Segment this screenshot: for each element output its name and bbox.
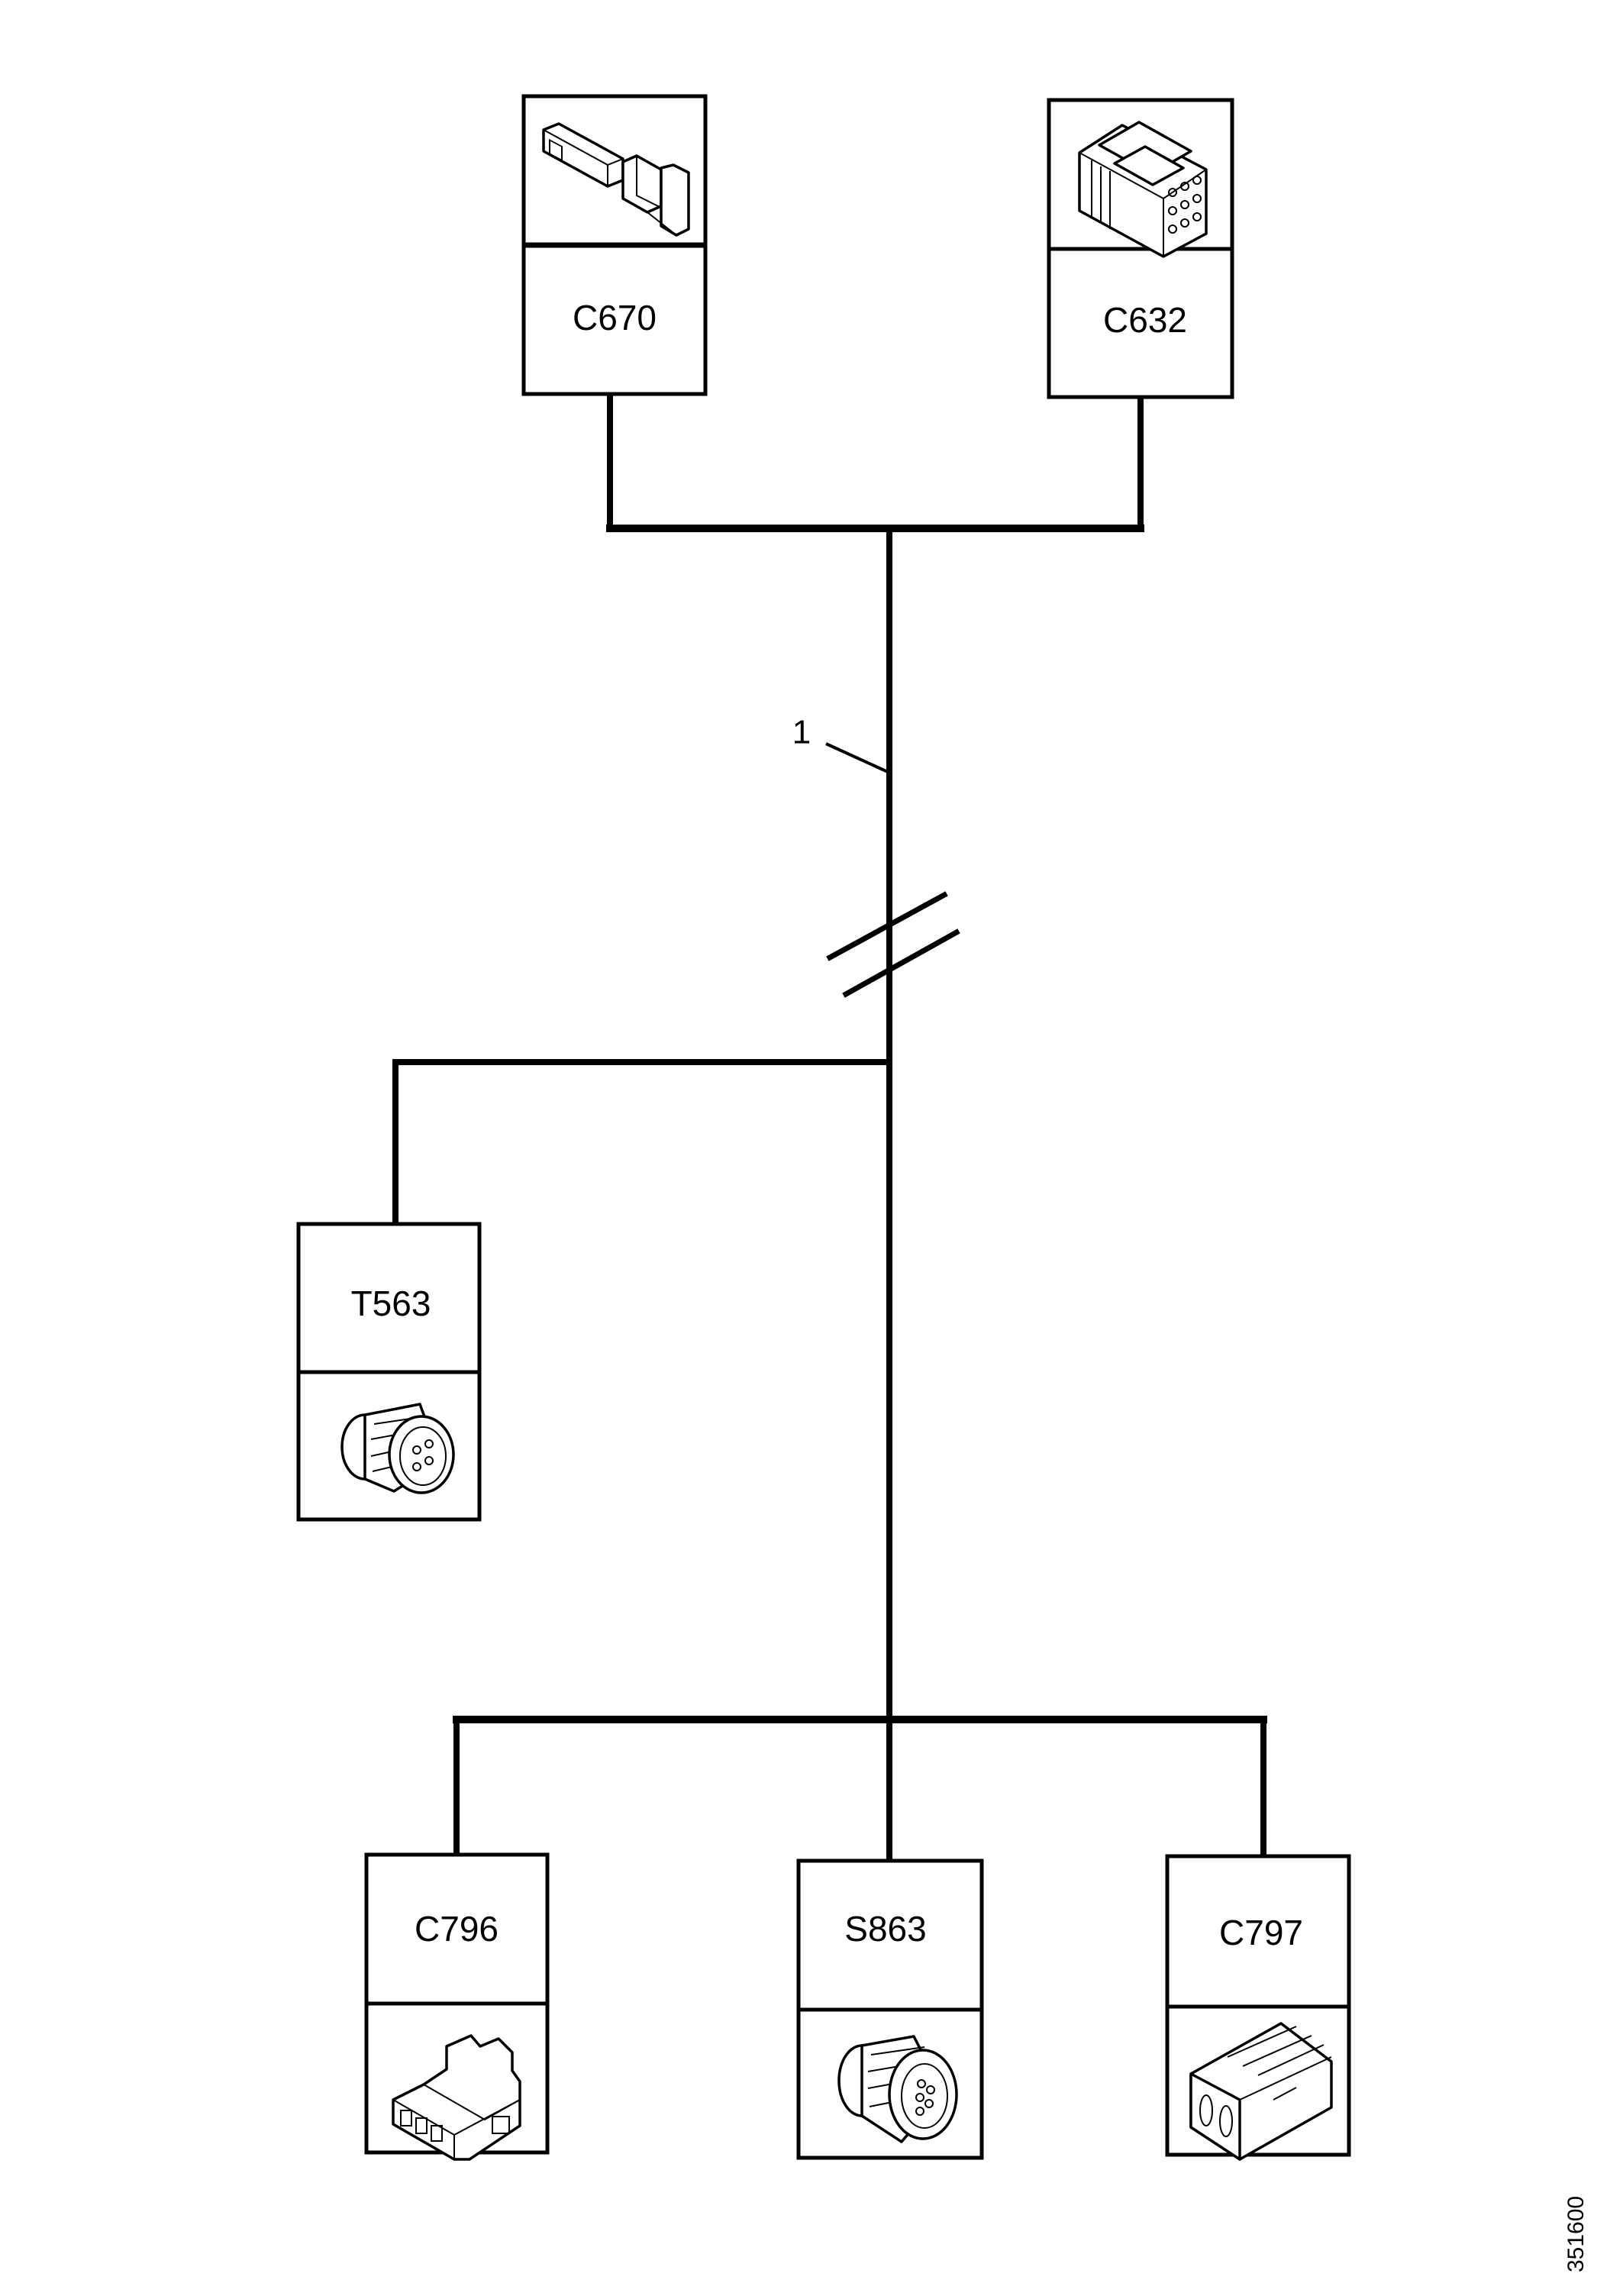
image-id-label: 351600: [1563, 2196, 1589, 2272]
connector-c796[interactable]: C796: [364, 1852, 550, 2161]
connector-t563-label: T563: [351, 1284, 431, 1323]
round-connector-icon: [340, 1403, 455, 1494]
callout-leader-line: [825, 742, 889, 773]
connector-c670[interactable]: C670: [521, 94, 708, 396]
connector-s863-label-cell: [796, 1858, 984, 2012]
break-mark-lower: [842, 928, 960, 998]
rectangular-connector-icon: [1189, 2022, 1333, 2161]
connector-c632[interactable]: C632: [1047, 98, 1234, 399]
connector-c796-label-cell: [364, 1852, 550, 2006]
connector-s863[interactable]: S863: [796, 1858, 984, 2160]
flat-connector-icon: [392, 2034, 521, 2161]
connector-s863-label: S863: [844, 1909, 926, 1949]
round-connector-icon: [837, 2035, 958, 2143]
connector-t563[interactable]: T563: [296, 1222, 482, 1522]
connector-c632-label-cell: [1047, 247, 1234, 399]
harness-wires: [392, 391, 1267, 1864]
connector-c796-label: C796: [415, 1909, 499, 1949]
connector-t563-label-cell: [296, 1222, 482, 1374]
break-mark-upper: [826, 891, 948, 961]
connector-c632-label: C632: [1103, 300, 1187, 340]
multi-pin-connector-icon: [1078, 121, 1208, 258]
harness-callout-label: 1: [792, 714, 811, 751]
connector-c670-label: C670: [573, 298, 657, 337]
connector-c797[interactable]: C797: [1165, 1854, 1351, 2161]
connector-c797-label-cell: [1165, 1854, 1351, 2009]
terminal-pin-icon: [542, 122, 690, 237]
wire-break-symbol: [826, 891, 960, 998]
harness-callout: 1: [792, 714, 889, 773]
connector-c670-label-cell: [521, 244, 708, 396]
connector-c797-label: C797: [1219, 1913, 1303, 1952]
